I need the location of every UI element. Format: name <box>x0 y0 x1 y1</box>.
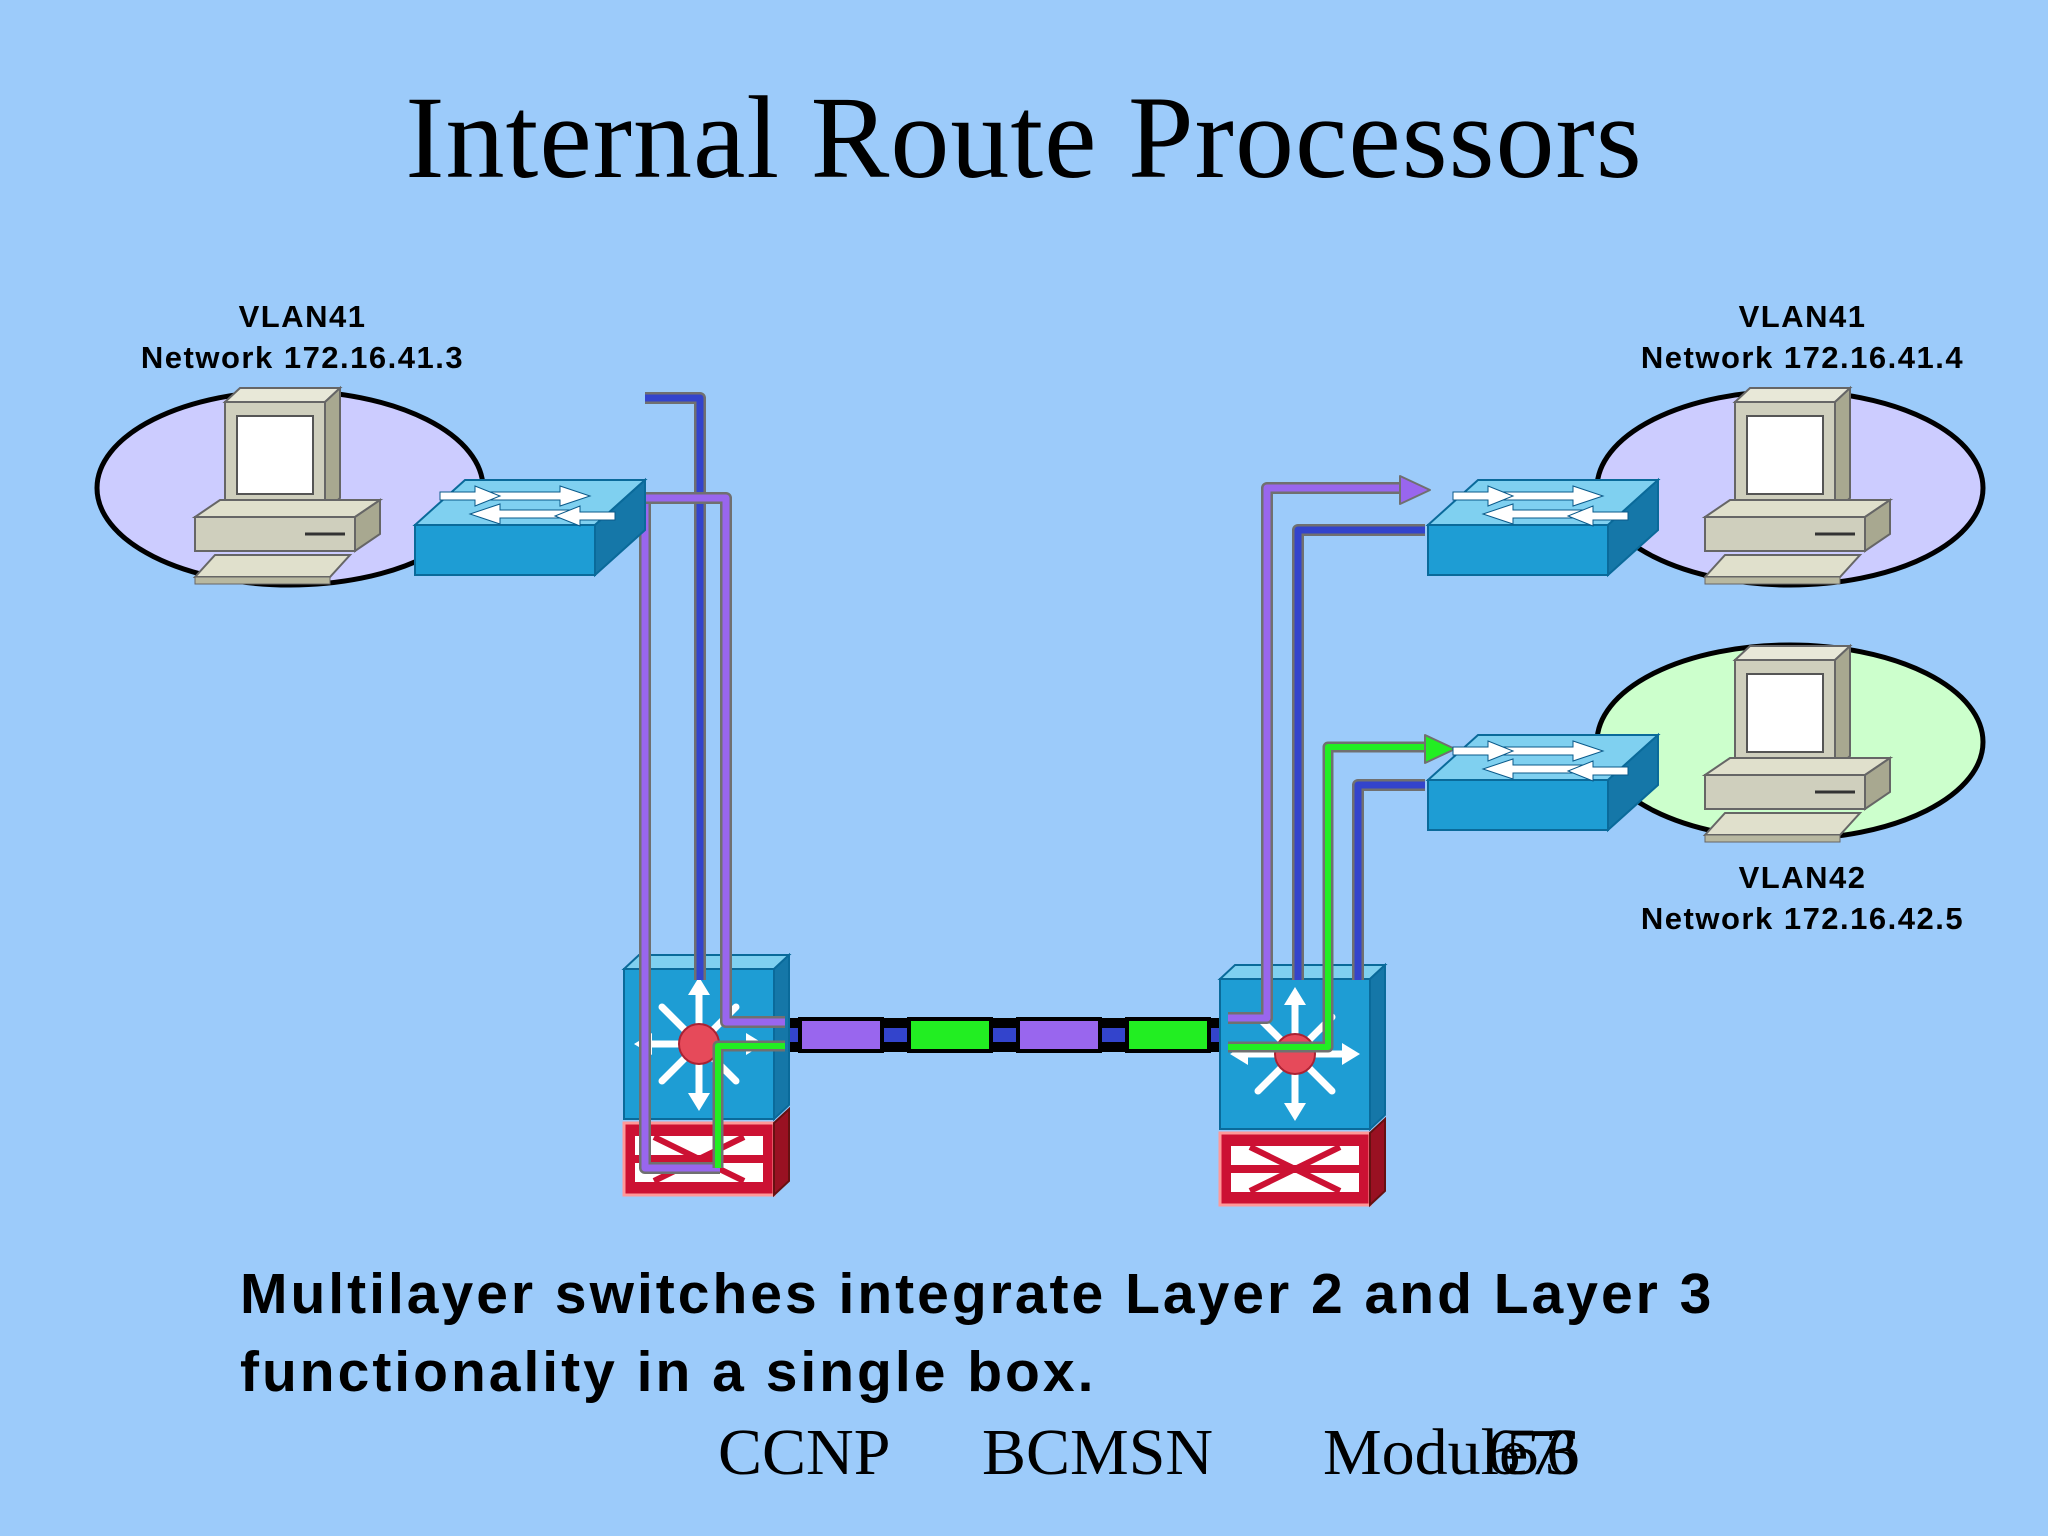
caption: Multilayer switches integrate Layer 2 an… <box>240 1255 1940 1411</box>
footer-page-number: 65 76 <box>1487 1416 1579 1489</box>
right-bottom-vlan-label: VLAN42 <box>1738 860 1867 895</box>
right-top-network-label: Network 172.16.41.4 <box>1640 340 1965 375</box>
right-trunk-path-top <box>1292 524 1425 980</box>
slide-title: Internal Route Processors <box>405 72 1643 203</box>
footer-module-name: BCMSN <box>982 1416 1214 1489</box>
left-host-label: VLAN41 Network 172.16.41.3 <box>100 296 505 378</box>
trunk-frame-vlan41-1 <box>798 1017 884 1053</box>
caption-line-2: functionality in a single box. <box>240 1340 1097 1404</box>
right-bottom-network-label: Network 172.16.42.5 <box>1640 901 1965 936</box>
trunk-frame-vlan42-1 <box>907 1017 993 1053</box>
left-network-label: Network 172.16.41.3 <box>140 340 465 375</box>
right-vlan42-path <box>1228 734 1456 1053</box>
right-bottom-host-label: VLAN42 Network 172.16.42.5 <box>1600 857 2005 939</box>
left-vlan-label: VLAN41 <box>238 299 367 334</box>
left-trunk-path <box>645 392 706 980</box>
right-top-host-label: VLAN41 Network 172.16.41.4 <box>1600 296 2005 378</box>
left-vlan41-path <box>639 492 785 1174</box>
right-trunk-path-bottom <box>1352 779 1425 980</box>
footer-course: CCNP <box>718 1416 891 1489</box>
right-bottom-access-switch-icon <box>1427 734 1659 831</box>
left-access-switch-icon <box>414 479 646 576</box>
right-top-vlan-label: VLAN41 <box>1738 299 1867 334</box>
caption-line-1: Multilayer switches integrate Layer 2 an… <box>240 1262 1715 1326</box>
left-vlan42-path <box>712 1040 785 1168</box>
right-multilayer-switch-icon <box>1220 965 1385 1205</box>
trunk-frame-vlan41-2 <box>1016 1017 1102 1053</box>
right-top-access-switch-icon <box>1427 479 1659 576</box>
footer-module: Module 3 <box>1323 1416 1578 1489</box>
right-vlan41-path <box>1228 475 1431 1024</box>
trunk-frame-vlan42-2 <box>1125 1017 1211 1053</box>
